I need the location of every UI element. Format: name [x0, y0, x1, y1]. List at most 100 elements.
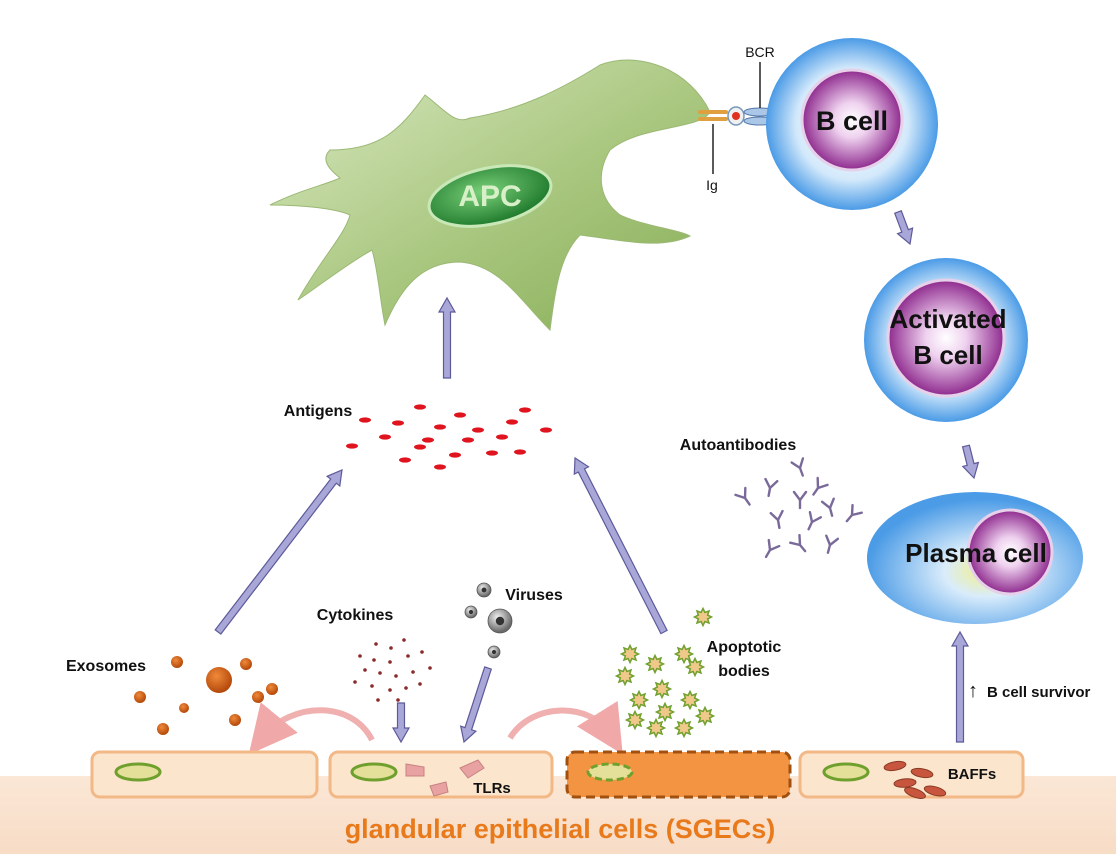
- exosome: [206, 667, 232, 693]
- exosome-cluster: [134, 656, 278, 735]
- baff-molecule: [910, 767, 934, 779]
- antigen-dot: [506, 419, 518, 425]
- cytokine-dot: [353, 680, 357, 684]
- tlr-marker: [429, 781, 449, 797]
- cytokine-dot: [378, 671, 382, 675]
- virus-core: [495, 616, 505, 626]
- cytokine-dot: [372, 658, 376, 662]
- apoptotic-body: [673, 717, 695, 739]
- ig-label: Ig: [706, 177, 718, 193]
- apc-cell: APC: [269, 59, 711, 332]
- autoantibody: [792, 490, 808, 510]
- activated-b-cell-label-line1: Activated: [889, 304, 1006, 334]
- autoantibody: [734, 486, 751, 506]
- cytokine-dot: [370, 684, 374, 688]
- baff-molecule: [904, 787, 926, 799]
- apoptotic-body: [694, 705, 716, 727]
- cytokine-dot: [406, 654, 410, 658]
- apoptotic-label-line1: Apoptotic: [707, 639, 782, 656]
- autoantibody: [764, 477, 779, 498]
- exosome: [240, 658, 252, 670]
- apoptotic-body: [673, 643, 695, 665]
- virus-core: [491, 649, 497, 655]
- cytokine-dot: [388, 660, 392, 664]
- apoptotic-label-line2: bodies: [718, 663, 770, 680]
- exosome: [266, 683, 278, 695]
- antigen-dot: [392, 420, 404, 426]
- b-cell-survivor-label: B cell survivor: [987, 684, 1091, 701]
- antigen-dot: [346, 443, 358, 449]
- exosomes-label: Exosomes: [66, 658, 146, 675]
- baff-cluster: [883, 760, 947, 799]
- antigen-dot: [414, 404, 426, 410]
- apoptotic-body: [651, 678, 673, 700]
- cytokine-dot: [418, 682, 422, 686]
- autoantibody: [812, 476, 829, 496]
- antigen-dot: [434, 464, 446, 470]
- epithelial-cell-4: BAFFs: [798, 750, 1025, 799]
- autoantibody: [789, 533, 807, 553]
- cytokine-dot: [394, 674, 398, 678]
- baff-molecule: [893, 778, 917, 788]
- exosome: [157, 723, 169, 735]
- b-cell: B cell: [766, 38, 938, 210]
- antigen-dot: [379, 434, 391, 440]
- cytokine-dot: [363, 668, 367, 672]
- tlr-marker: [405, 763, 425, 777]
- antigen-dot: [540, 427, 552, 433]
- baff-molecule: [923, 785, 947, 797]
- antigen-dot: [434, 424, 446, 430]
- cytokine-dot: [404, 686, 408, 690]
- exosome: [252, 691, 264, 703]
- cytokine-dot: [389, 646, 393, 650]
- flow-arrows: [214, 210, 980, 744]
- apoptotic-body: [654, 701, 676, 723]
- autoantibody: [807, 511, 823, 531]
- apoptotic-body: [692, 606, 714, 628]
- virus-cluster: [464, 582, 513, 659]
- b-cell-survivor-arrow-glyph: ↑: [968, 680, 978, 702]
- apoptotic-body: [619, 643, 641, 665]
- apoptotic-body: [684, 656, 706, 678]
- autoantibody: [825, 534, 840, 554]
- flow-arrow: [437, 296, 457, 379]
- curved-arrow-right: [507, 700, 623, 755]
- flow-arrow: [950, 630, 970, 743]
- epithelial-cell-2: TLRs: [328, 750, 554, 799]
- antigen-dot: [454, 412, 466, 418]
- cytokine-dot: [420, 650, 424, 654]
- cytokines-label: Cytokines: [317, 607, 394, 624]
- apoptotic-body: [624, 709, 646, 731]
- autoantibody: [764, 538, 781, 559]
- tlrs-label: TLRs: [473, 780, 511, 797]
- exosome: [134, 691, 146, 703]
- autoantibody: [769, 509, 784, 530]
- antigen-dot: [486, 450, 498, 456]
- antigen-cluster: [346, 404, 552, 470]
- viruses-label: Viruses: [505, 587, 563, 604]
- ig-bcr-receptor: BCR Ig: [698, 44, 777, 193]
- b-cell-label: B cell: [816, 106, 888, 136]
- apoptotic-body: [614, 665, 636, 687]
- virus-core: [468, 609, 474, 615]
- antigen-dot: [519, 407, 531, 413]
- antigen-dot: [449, 452, 461, 458]
- plasma-cell-label: Plasma cell: [905, 538, 1047, 568]
- curved-arrow-left: [248, 702, 375, 755]
- autoantibodies-label: Autoantibodies: [680, 437, 797, 454]
- apoptotic-body: [645, 717, 667, 739]
- cytokine-dot: [428, 666, 432, 670]
- autoantibody: [790, 457, 805, 477]
- antigen-dot: [514, 449, 526, 455]
- apc-nucleus: [427, 164, 553, 228]
- flow-arrow: [214, 469, 343, 635]
- antigen-dot: [399, 457, 411, 463]
- cytokine-dot: [411, 670, 415, 674]
- cytokine-dot: [376, 698, 380, 702]
- apc-label: APC: [458, 180, 521, 213]
- antigen-dot: [472, 427, 484, 433]
- cytokine-dot: [358, 654, 362, 658]
- cytokine-dot: [388, 688, 392, 692]
